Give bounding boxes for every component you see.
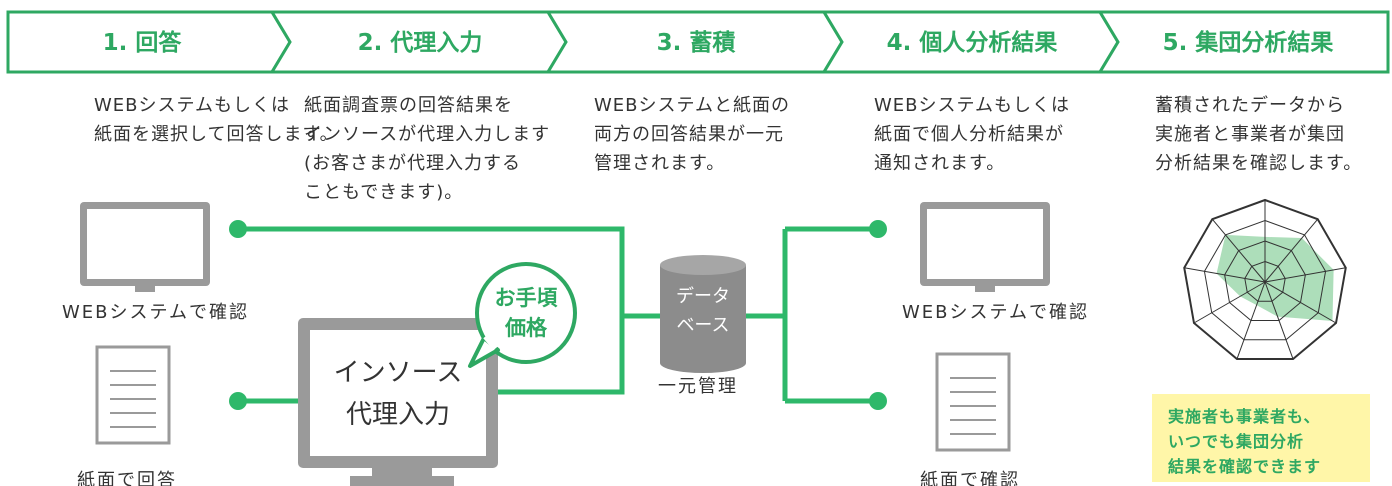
proxy-screen-text: インソース 代理入力 [333, 358, 463, 430]
proxy-monitor-icon [298, 318, 498, 486]
step-description-3: WEBシステムと紙面の 両方の回答結果が一元 管理されます。 [594, 95, 790, 174]
left-monitor-icon [80, 202, 210, 292]
right-paper-label: 紙面で確認 [920, 470, 1020, 486]
step-label-3: 3. 蓄積 [657, 30, 737, 56]
radar-chart-icon [1183, 198, 1347, 361]
node-dot [229, 220, 247, 238]
radar-ring [1224, 240, 1306, 322]
radar-spoke [1264, 281, 1337, 324]
step-label-5: 5. 集団分析結果 [1163, 29, 1334, 56]
line-web-to-db [238, 226, 625, 395]
radar-spoke [1236, 281, 1266, 360]
step-chevron-5 [1097, 10, 1390, 74]
radar-ring [1203, 219, 1327, 341]
step-label-1: 1. 回答 [103, 29, 183, 56]
node-dot [869, 392, 887, 410]
radar-ring [1244, 260, 1286, 302]
database-icon [660, 255, 746, 373]
radar-spoke [1211, 218, 1266, 283]
note-text: 実施者も事業者も、 いつでも集団分析 結果を確認できます [1168, 407, 1322, 476]
radar-spoke [1264, 218, 1319, 283]
radar-spoke [1193, 281, 1266, 324]
right-monitor-icon [920, 202, 1050, 292]
right-web-label: WEBシステムで確認 [902, 302, 1089, 323]
left-web-label: WEBシステムで確認 [62, 302, 249, 323]
step-bar: 1. 回答 2. 代理入力 3. 蓄積 4. 個人分析結果 5. 集団分析結果 [6, 10, 1390, 74]
database-caption: 一元管理 [658, 376, 738, 397]
price-bubble [468, 262, 577, 368]
step-description-4: WEBシステムもしくは 紙面で個人分析結果が 通知されます。 [874, 95, 1070, 174]
step-description-1: WEBシステムもしくは 紙面を選択して回答します。 [94, 95, 339, 145]
left-paper-label: 紙面で回答 [77, 470, 177, 486]
radar-spoke [1184, 267, 1266, 283]
note-box [1152, 394, 1370, 482]
radar-spoke [1264, 267, 1346, 283]
step-description-5: 蓄積されたデータから 実施者と事業者が集団 分析結果を確認します。 [1155, 95, 1363, 174]
right-document-icon [935, 352, 1011, 452]
database-text: データ ベース [676, 286, 730, 336]
step-label-4: 4. 個人分析結果 [887, 29, 1058, 56]
step-description-2: 紙面調査票の回答結果を インソースが代理入力します (お客さまが代理入力する こ… [304, 95, 551, 203]
radar-area [1216, 234, 1334, 321]
node-dot [869, 220, 887, 238]
bubble-text: お手頃 価格 [494, 286, 558, 340]
radar-spoke [1264, 281, 1294, 360]
step-label-2: 2. 代理入力 [358, 30, 483, 56]
connection-lines [238, 226, 878, 404]
left-document-icon [95, 345, 171, 445]
node-dot [229, 392, 247, 410]
radar-ring [1183, 198, 1347, 361]
